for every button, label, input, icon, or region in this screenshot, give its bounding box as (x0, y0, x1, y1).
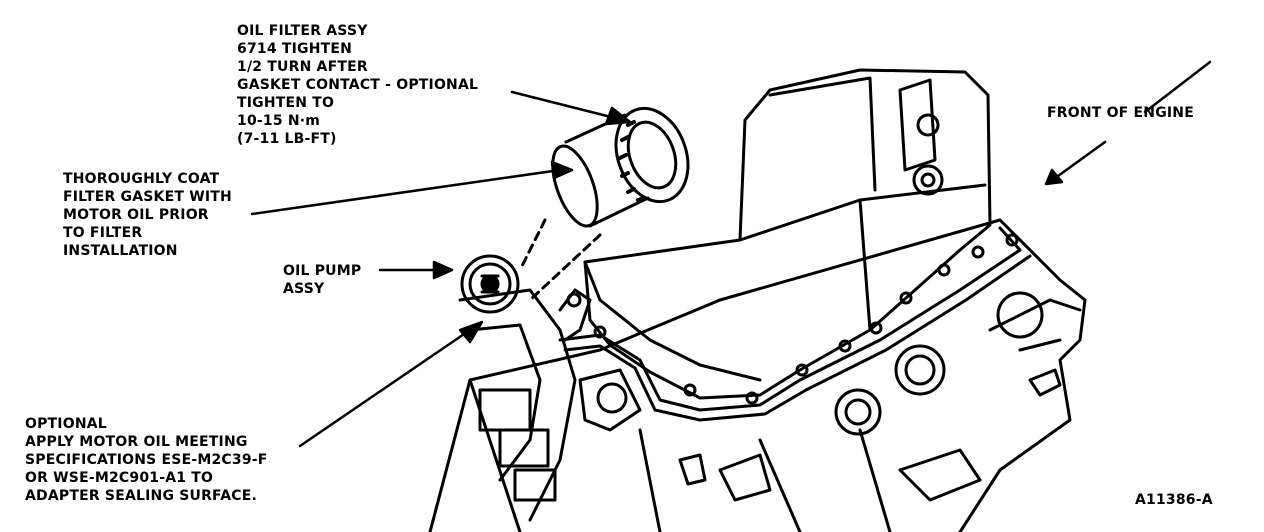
label-optional-note: OPTIONAL APPLY MOTOR OIL MEETING SPECIFI… (25, 416, 268, 504)
arrow-head-icon (1044, 168, 1064, 186)
label-coat-filter-gasket: THOROUGHLY COAT FILTER GASKET WITH MOTOR… (63, 171, 232, 259)
oil-pump-adapter (460, 254, 520, 314)
label-front-of-engine: FRONT OF ENGINE (1047, 105, 1194, 121)
label-oil-pump-assy: OIL PUMP ASSY (283, 263, 362, 297)
leader-lines (250, 60, 1212, 448)
oil-pan (583, 68, 992, 400)
arrow-head-icon (604, 106, 632, 126)
arrow-head-icon (432, 260, 454, 280)
figure-id: A11386-A (1135, 492, 1213, 508)
arrow-head-icon (458, 320, 484, 344)
engine-block (428, 218, 1087, 532)
label-oil-filter-assy: OIL FILTER ASSY 6714 TIGHTEN 1/2 TURN AF… (237, 23, 479, 147)
oil-filter (518, 106, 690, 302)
oil-pump-housing (458, 288, 642, 522)
arrow-head-icon (550, 160, 574, 180)
